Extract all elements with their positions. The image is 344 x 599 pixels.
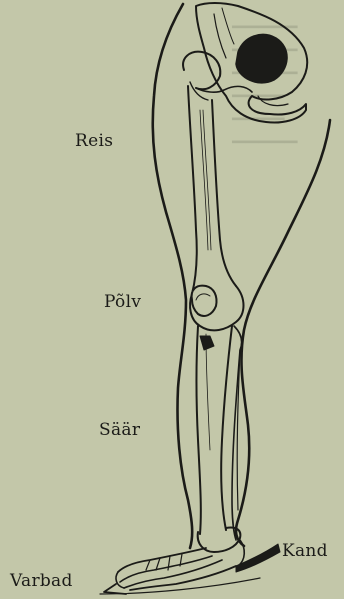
leg-outline-front — [153, 4, 192, 548]
obturator-foramen — [236, 34, 287, 82]
femur-head — [183, 52, 220, 90]
tibia — [197, 326, 201, 534]
ground-line — [100, 578, 260, 594]
patella — [192, 286, 217, 316]
label-toes: Varbad — [10, 571, 73, 591]
label-shin: Säär — [99, 420, 140, 440]
label-knee: Põlv — [104, 292, 141, 312]
label-thigh: Reis — [75, 131, 113, 151]
femur-shaft — [188, 86, 197, 294]
heel-shadow — [236, 544, 280, 572]
label-heel: Kand — [282, 541, 328, 561]
leg-outline-back — [236, 120, 330, 546]
